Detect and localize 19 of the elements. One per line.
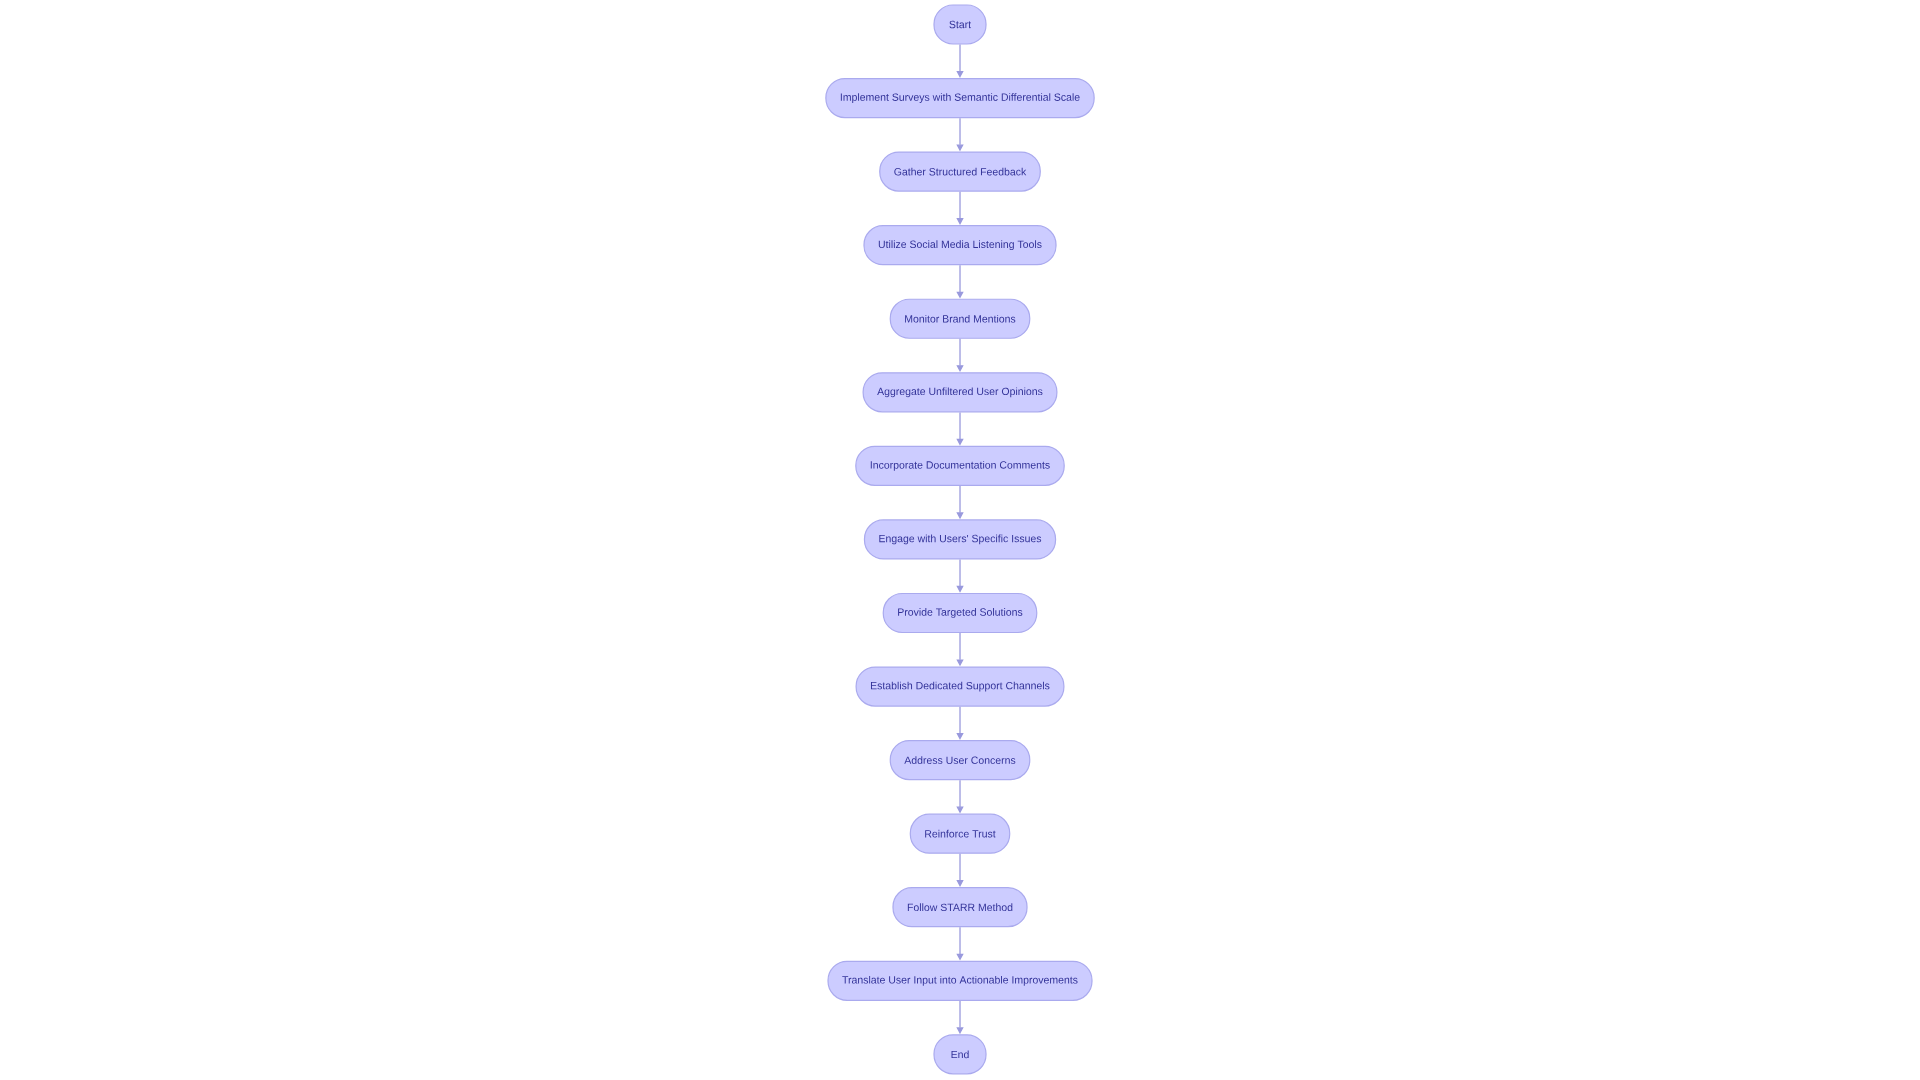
process-box: Address User Concerns (889, 740, 1031, 781)
process-box: Start (933, 4, 987, 45)
process-box: Engage with Users' Specific Issues (863, 519, 1057, 560)
process-box: End (933, 1034, 987, 1075)
process-box: Implement Surveys with Semantic Differential Scale (825, 77, 1095, 119)
process-box: Incorporate Documentation Comments (855, 445, 1065, 486)
arrow (956, 191, 964, 225)
process-box: Follow STARR Method (892, 887, 1028, 928)
arrow (956, 43, 964, 78)
process-box: Reinforce Trust (909, 813, 1011, 854)
process-box: Aggregate Unfiltered User Opinions (862, 372, 1058, 413)
process-box: Gather Structured Feedback (879, 151, 1041, 192)
arrow (956, 558, 964, 593)
arrow (956, 706, 964, 740)
process-box: Utilize Social Media Listening Tools (863, 225, 1057, 266)
process-box: Monitor Brand Mentions (889, 298, 1031, 339)
process-box: Provide Targeted Solutions (882, 592, 1038, 634)
process-box: Translate User Input into Actionable Improvements (827, 960, 1093, 1001)
process-box: Establish Dedicated Support Channels (855, 666, 1065, 707)
